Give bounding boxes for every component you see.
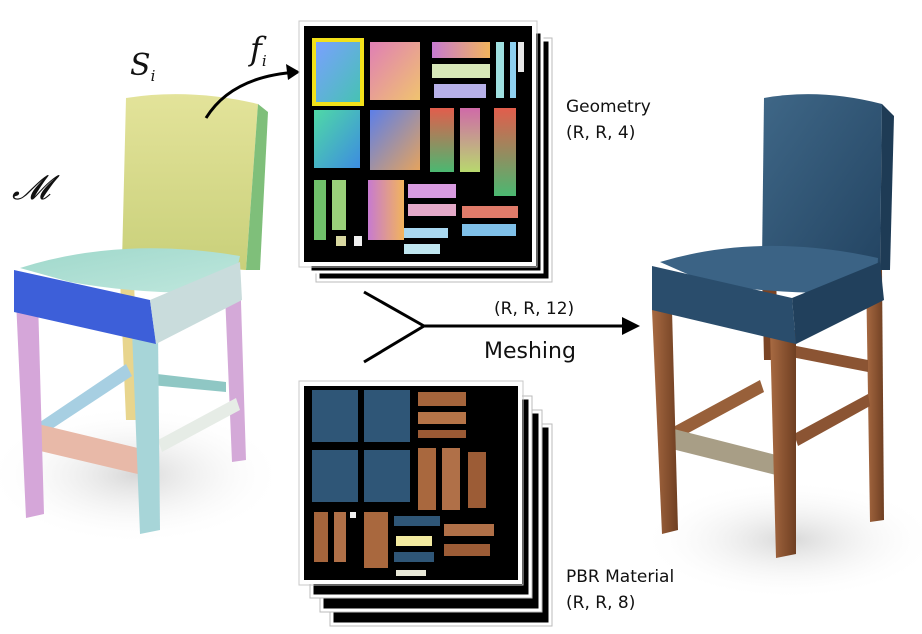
part-symbol: S — [130, 48, 151, 83]
part-backrest-side — [246, 104, 268, 270]
fabric-chart — [312, 450, 358, 502]
uv-chart — [494, 108, 516, 196]
uv-chart — [496, 42, 504, 98]
map-subscript: i — [261, 52, 267, 70]
mesh-symbol-label: 𝓜 — [12, 168, 51, 208]
uv-chart — [314, 180, 326, 240]
uv-chart — [354, 236, 362, 246]
stretcher-right — [794, 394, 870, 446]
material-title: PBR Material — [566, 567, 675, 587]
fabric-chart — [312, 390, 358, 442]
trim-chart — [350, 512, 356, 518]
seat-front — [652, 266, 796, 344]
front-leg-left — [652, 310, 678, 534]
part-seat-top — [20, 248, 240, 293]
stretcher-front — [668, 428, 780, 476]
uv-chart — [404, 244, 440, 254]
uv-chart — [460, 108, 480, 172]
wood-chart — [418, 412, 466, 424]
uv-chart — [408, 184, 456, 198]
uv-chart — [408, 204, 456, 216]
fork-lower — [363, 324, 425, 364]
meshing-fork — [363, 290, 640, 364]
meshing-arrowhead — [622, 317, 640, 335]
geometry-atlas-frame — [298, 20, 538, 268]
part-stretcher-left — [40, 364, 132, 434]
uv-chart — [462, 224, 516, 236]
uv-chart — [314, 110, 360, 168]
meshing-label: Meshing — [484, 339, 576, 364]
fabric-chart — [394, 552, 434, 562]
uv-chart — [370, 42, 420, 100]
uv-chart — [336, 236, 346, 246]
fabric-chart — [364, 390, 410, 442]
wood-chart — [364, 512, 388, 568]
part-stretcher-right — [158, 398, 240, 452]
uv-chart — [432, 64, 490, 78]
part-front-leg-left — [16, 300, 44, 518]
material-atlas-frame — [298, 380, 524, 586]
uv-chart — [368, 180, 404, 240]
part-seat-front — [14, 270, 156, 344]
uv-chart — [432, 42, 490, 58]
uv-chart — [510, 42, 516, 98]
map-symbol: f — [250, 30, 262, 68]
wood-chart — [444, 524, 494, 536]
wood-chart — [418, 392, 466, 406]
wood-chart — [418, 448, 436, 510]
uv-chart-highlight — [312, 38, 364, 106]
uv-chart — [370, 110, 420, 170]
seat-side — [792, 262, 884, 344]
fabric-chart — [364, 450, 410, 502]
uv-chart — [332, 180, 346, 230]
wood-chart — [444, 544, 490, 556]
uv-chart-backrest — [316, 42, 360, 102]
geometry-stack — [298, 20, 553, 283]
map-symbol-label: fi — [250, 30, 267, 80]
part-back-leg-right — [224, 270, 246, 462]
wood-chart — [314, 512, 328, 562]
material-stack — [298, 380, 553, 627]
trim-chart — [396, 536, 432, 546]
backrest — [762, 94, 882, 271]
part-seat-side — [150, 262, 242, 344]
fork-upper — [363, 290, 425, 328]
part-stretcher-back — [140, 372, 226, 392]
fabric-chart — [394, 516, 440, 526]
wood-chart — [442, 448, 460, 510]
part-front-leg-right — [132, 330, 160, 534]
part-symbol-label: Si — [130, 48, 155, 94]
stretcher-back — [776, 342, 868, 372]
geometry-title: Geometry — [566, 97, 651, 117]
wood-chart — [418, 430, 466, 438]
uv-chart — [430, 108, 454, 172]
uv-chart — [462, 206, 518, 218]
uv-chart — [434, 84, 486, 98]
wood-chart — [468, 452, 486, 508]
material-shape: (R, R, 8) — [566, 593, 636, 613]
map-arrow — [204, 70, 299, 119]
wood-chart — [334, 512, 346, 562]
front-leg-right — [770, 330, 796, 558]
map-arrowhead — [286, 64, 300, 80]
trim-chart — [396, 570, 426, 576]
part-stretcher-front — [36, 424, 146, 476]
back-leg-right — [866, 270, 884, 522]
textured-chair — [640, 94, 922, 600]
geometry-shape: (R, R, 4) — [566, 123, 636, 143]
stretcher-left — [664, 380, 764, 444]
meshing-shape: (R, R, 12) — [494, 299, 575, 319]
part-subscript: i — [150, 67, 156, 85]
uv-chart — [404, 228, 448, 238]
uv-chart — [518, 42, 524, 72]
part-backrest — [122, 94, 258, 271]
backrest-side — [880, 104, 894, 270]
segmented-chair — [0, 94, 285, 545]
